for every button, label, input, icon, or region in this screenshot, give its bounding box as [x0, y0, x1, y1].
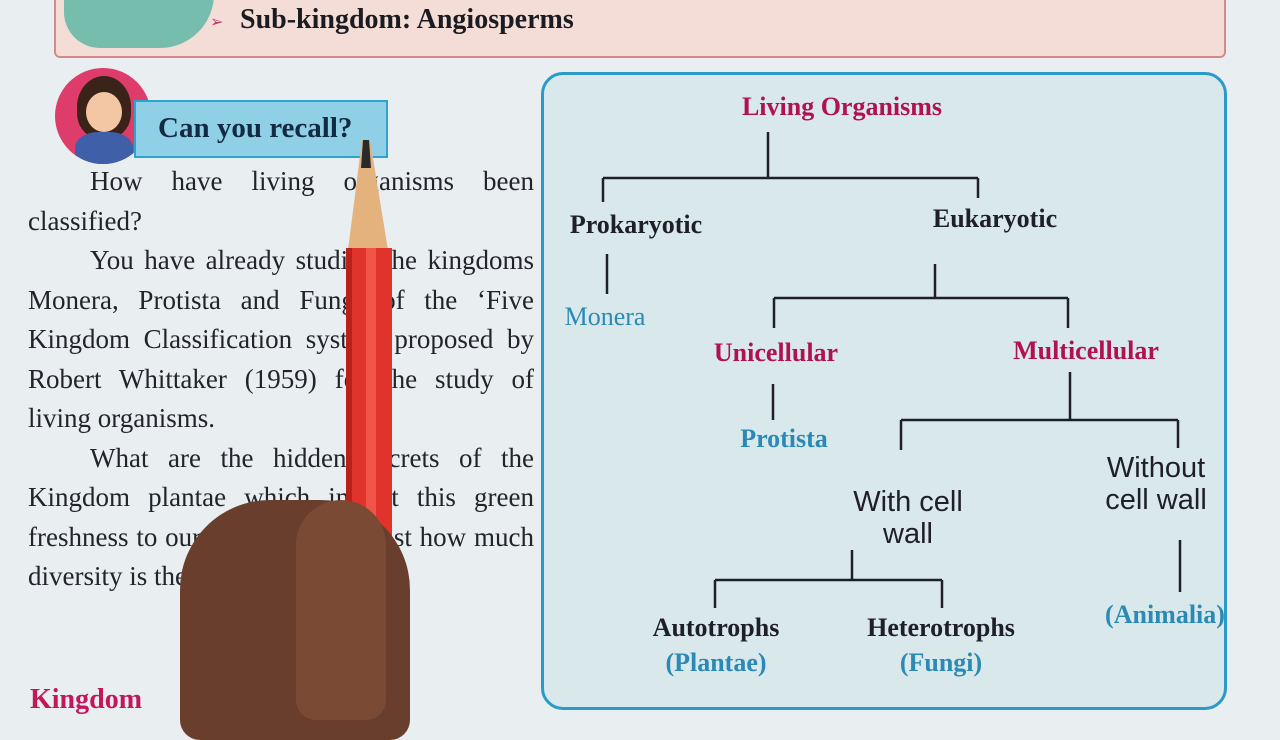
node-without-cell-wall-line1: Without	[1106, 452, 1206, 484]
node-living-organisms: Living Organisms	[741, 92, 943, 121]
classification-tree-lines	[601, 132, 1182, 608]
node-heterotrophs: Heterotrophs	[867, 613, 1015, 642]
node-with-cell-wall-line1: With cell	[853, 486, 963, 518]
arrow-bullet-icon: ➢	[210, 14, 224, 31]
node-with-cell-wall-line2: wall	[883, 518, 933, 550]
node-without-cell-wall-line2: cell wall	[1105, 484, 1207, 516]
banner-heading: Sub-kingdom: Angiosperms	[240, 4, 574, 35]
paragraph-2: You have already studied the kingdoms Mo…	[28, 245, 534, 433]
node-plantae: (Plantae)	[665, 648, 767, 677]
node-autotrophs: Autotrophs	[652, 613, 780, 642]
recall-title: Can you recall?	[158, 112, 353, 144]
next-section-heading: Kingdom	[30, 684, 143, 715]
node-multicellular: Multicellular	[1013, 336, 1159, 365]
top-banner: ➢ Sub-kingdom: Angiosperms	[54, 0, 1226, 58]
node-eukaryotic: Eukaryotic	[932, 204, 1058, 233]
node-monera: Monera	[564, 302, 646, 331]
node-prokaryotic: Prokaryotic	[569, 210, 703, 239]
node-animalia: (Animalia)	[1105, 600, 1225, 629]
recall-box: Can you recall?	[134, 100, 388, 158]
node-protista: Protista	[740, 424, 828, 453]
thumb-illustration	[296, 500, 386, 720]
body-text: How have living organisms been classifie…	[28, 162, 534, 597]
node-fungi: (Fungi)	[899, 648, 983, 677]
thinking-girl-icon	[55, 68, 151, 164]
paragraph-1: How have living organisms been classifie…	[28, 166, 534, 236]
node-unicellular: Unicellular	[713, 338, 839, 367]
